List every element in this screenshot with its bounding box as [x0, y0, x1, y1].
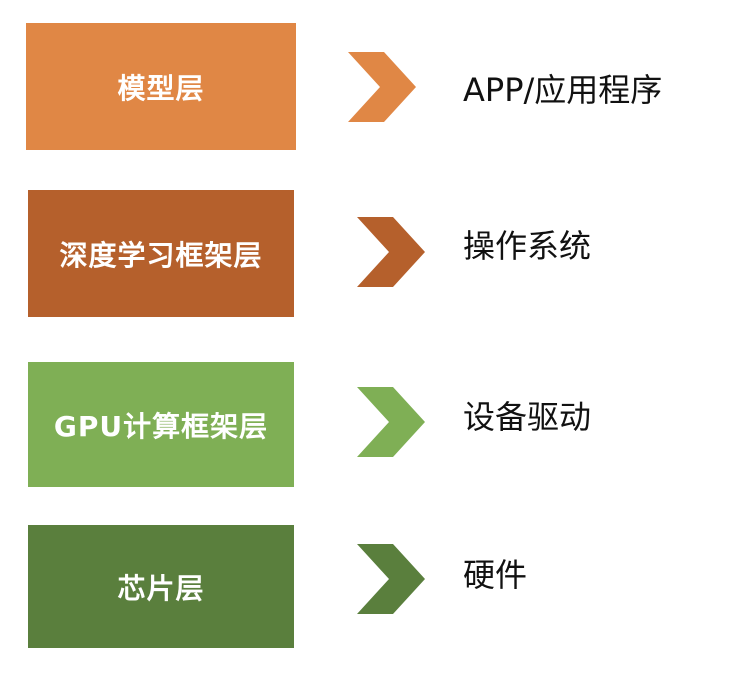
chevron-right-icon [357, 217, 427, 287]
layer-box-label: 深度学习框架层 [59, 238, 263, 272]
layer-right-label-driver: 设备驱动 [463, 398, 592, 436]
layer-box-dl-framework: 深度学习框架层 [28, 190, 294, 317]
chevron-right-icon [357, 387, 427, 457]
chevron-right-icon [348, 52, 418, 122]
layer-box-model: 模型层 [26, 23, 296, 150]
layer-box-label: 模型层 [117, 71, 205, 105]
layer-box-label: GPU计算框架层 [53, 409, 269, 443]
layer-right-label-hardware: 硬件 [463, 556, 528, 594]
layer-box-label: 芯片层 [117, 571, 205, 605]
layer-right-label-app: APP/应用程序 [463, 71, 663, 109]
chevron-right-icon [357, 544, 427, 614]
layer-right-label-os: 操作系统 [463, 227, 592, 265]
layer-box-gpu-framework: GPU计算框架层 [28, 362, 294, 487]
layer-box-chip: 芯片层 [28, 525, 294, 648]
